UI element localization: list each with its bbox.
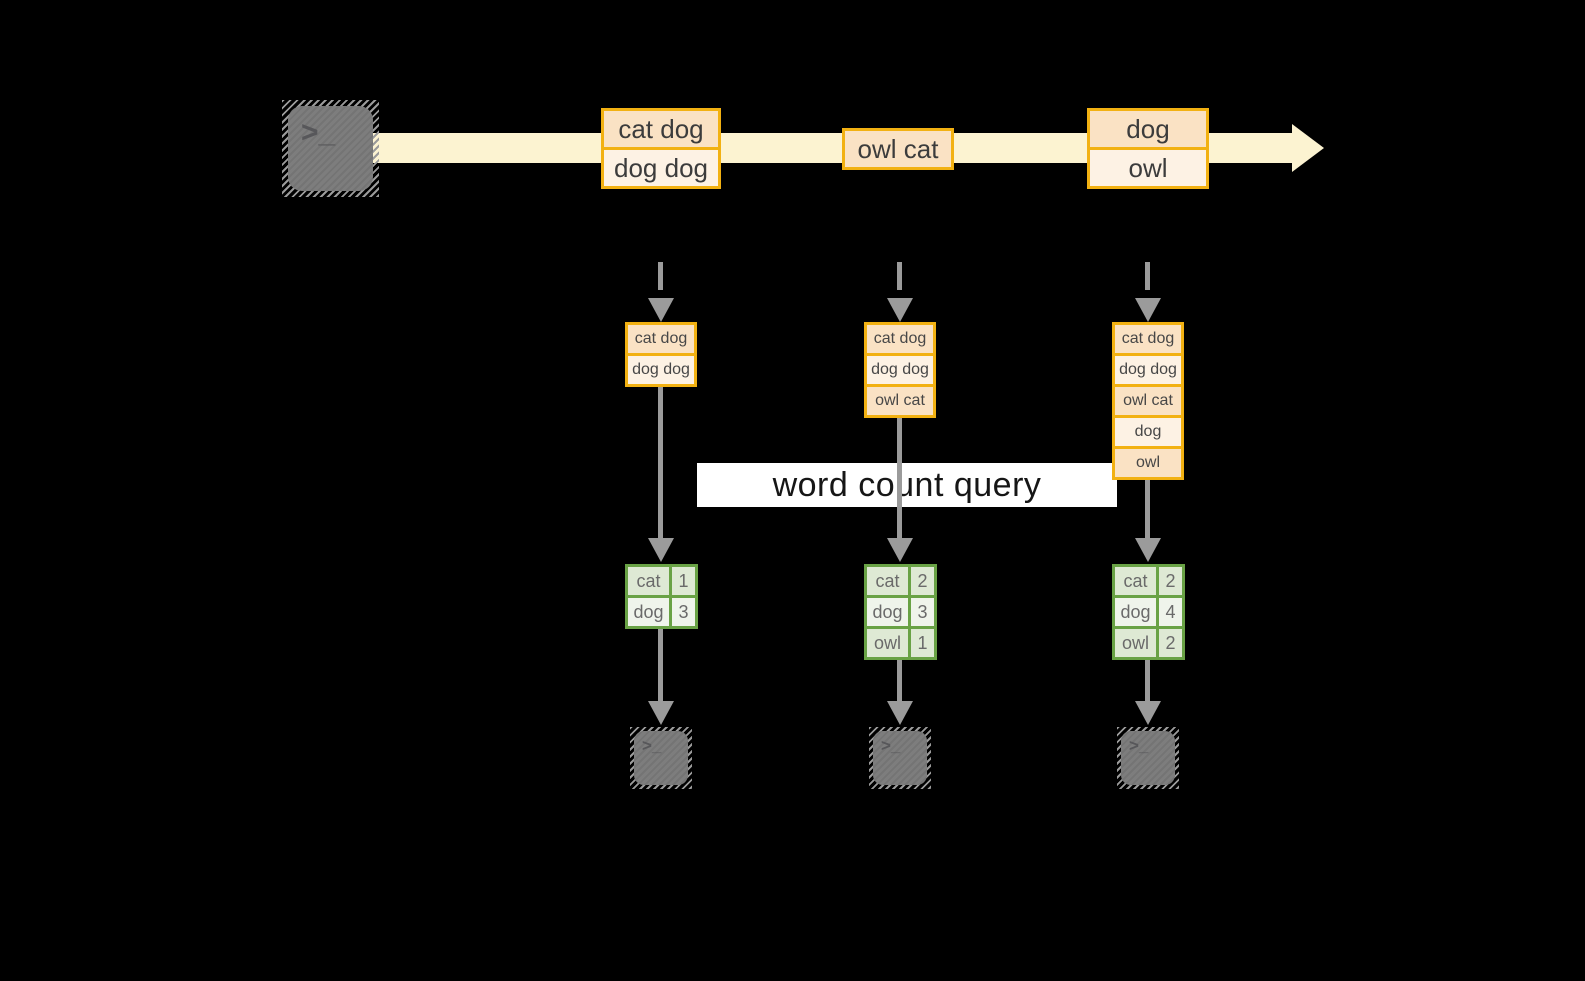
arrow-head	[648, 701, 674, 725]
arrow-line	[897, 660, 902, 701]
count-row: cat 2	[867, 567, 934, 595]
count-row: dog 4	[1115, 598, 1182, 626]
terminal-icon: >_	[873, 731, 927, 785]
arrow-head	[1135, 701, 1161, 725]
buffer-row: dog dog	[1115, 356, 1181, 384]
count-row: cat 2	[1115, 567, 1182, 595]
arrow-line	[1145, 480, 1150, 538]
word-count-table: cat 2 dog 4 owl 2	[1112, 564, 1185, 660]
stream-record: dog dog	[604, 150, 718, 186]
buffer-row: dog	[1115, 418, 1181, 446]
dashed-arrow-line	[1145, 262, 1150, 290]
count-cell: 4	[1159, 598, 1182, 626]
count-row: dog 3	[867, 598, 934, 626]
count-row: dog 3	[628, 598, 695, 626]
buffer-row: cat dog	[628, 325, 694, 353]
count-cell: 2	[911, 567, 934, 595]
terminal-icon: >_	[634, 731, 688, 785]
count-cell: 2	[1159, 567, 1182, 595]
count-cell: 1	[911, 629, 934, 657]
buffer-row: dog dog	[628, 356, 694, 384]
dashed-arrow-line	[658, 262, 663, 290]
terminal-icon: >_	[288, 106, 373, 191]
stream-record-group: owl cat	[842, 128, 954, 170]
word-cell: dog	[1115, 598, 1156, 626]
consumer-terminal-icon: >_	[630, 727, 692, 789]
consumer-terminal-icon: >_	[869, 727, 931, 789]
buffer-row: owl cat	[867, 387, 933, 415]
arrow-head	[1135, 538, 1161, 562]
stream-record: owl cat	[845, 131, 951, 167]
buffer-row: owl cat	[1115, 387, 1181, 415]
arrow-head	[887, 701, 913, 725]
stream-record-group: dog owl	[1087, 108, 1209, 189]
stream-record: cat dog	[604, 111, 718, 147]
word-cell: cat	[867, 567, 908, 595]
word-count-table: cat 1 dog 3	[625, 564, 698, 629]
count-row: owl 1	[867, 629, 934, 657]
arrow-head	[648, 538, 674, 562]
record-buffer: cat dog dog dog	[625, 322, 697, 387]
word-cell: owl	[1115, 629, 1156, 657]
buffer-row: cat dog	[1115, 325, 1181, 353]
stream-record: dog	[1090, 111, 1206, 147]
dashed-arrow-head	[887, 298, 913, 322]
count-row: cat 1	[628, 567, 695, 595]
consumer-terminal-icon: >_	[1117, 727, 1179, 789]
word-cell: dog	[628, 598, 669, 626]
arrow-line	[658, 629, 663, 701]
prompt-icon: >_	[1129, 736, 1149, 755]
arrow-head	[887, 538, 913, 562]
dashed-arrow-line	[897, 262, 902, 290]
word-cell: cat	[628, 567, 669, 595]
buffer-row: dog dog	[867, 356, 933, 384]
query-label: word count query	[772, 465, 1042, 504]
word-count-table: cat 2 dog 3 owl 1	[864, 564, 937, 660]
arrow-line	[658, 387, 663, 538]
stream-record: owl	[1090, 150, 1206, 186]
record-buffer: cat dog dog dog owl cat dog owl	[1112, 322, 1184, 480]
arrow-line	[897, 418, 902, 538]
word-cell: dog	[867, 598, 908, 626]
producer-terminal-icon: >_	[282, 100, 379, 197]
prompt-icon: >_	[881, 736, 901, 755]
word-cell: owl	[867, 629, 908, 657]
count-cell: 1	[672, 567, 695, 595]
arrow-line	[1145, 660, 1150, 701]
buffer-row: cat dog	[867, 325, 933, 353]
query-label-bar: word count query	[697, 463, 1117, 507]
buffer-row: owl	[1115, 449, 1181, 477]
dashed-arrow-head	[1135, 298, 1161, 322]
count-cell: 3	[911, 598, 934, 626]
stream-record-group: cat dog dog dog	[601, 108, 721, 189]
prompt-icon: >_	[642, 736, 662, 755]
dashed-arrow-head	[648, 298, 674, 322]
count-cell: 3	[672, 598, 695, 626]
prompt-icon: >_	[301, 116, 336, 149]
count-cell: 2	[1159, 629, 1182, 657]
event-stream-arrow-head	[1292, 124, 1324, 172]
terminal-icon: >_	[1121, 731, 1175, 785]
record-buffer: cat dog dog dog owl cat	[864, 322, 936, 418]
count-row: owl 2	[1115, 629, 1182, 657]
word-cell: cat	[1115, 567, 1156, 595]
